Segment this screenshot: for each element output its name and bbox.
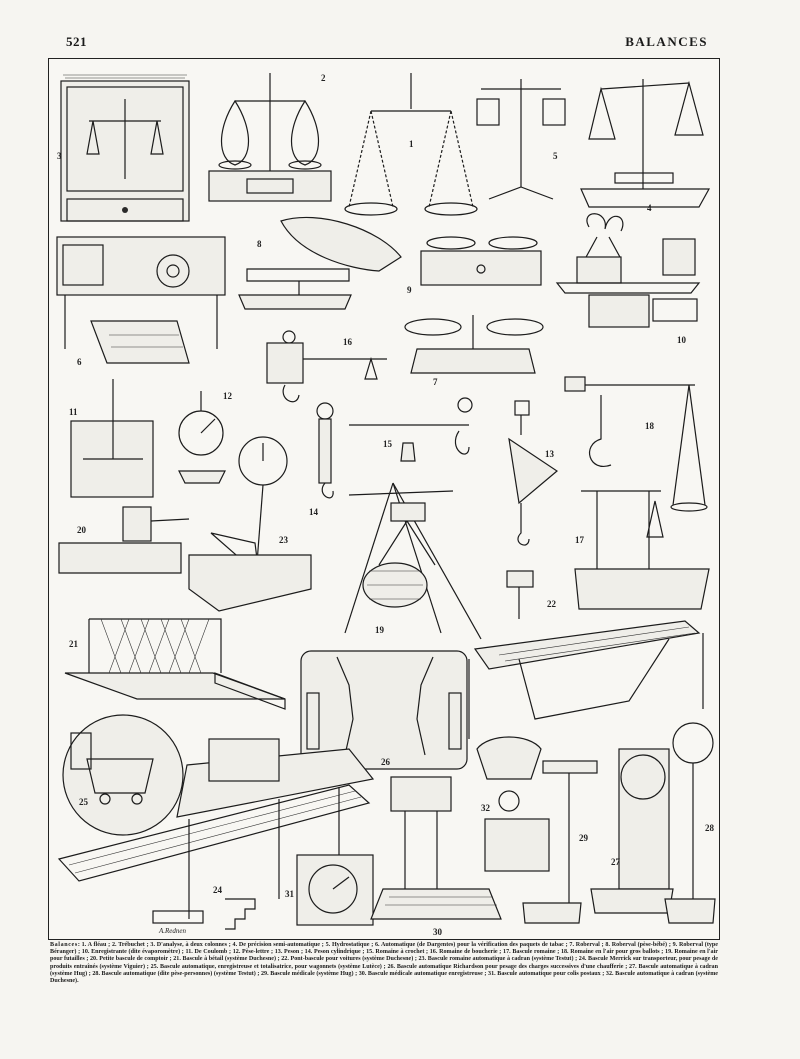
figure-label-5: 5: [553, 151, 558, 161]
figure-label-25: 25: [79, 797, 89, 807]
figure-24-merrick-conveyor-scale: [57, 738, 375, 930]
figure-7-roberval-balance: [404, 315, 544, 374]
figure-31-parcel-post-scale: [296, 854, 374, 926]
page-number: 521: [66, 34, 87, 49]
figure-label-13: 13: [545, 449, 555, 459]
figure-label-22: 22: [547, 599, 557, 609]
figure-label-8: 8: [257, 239, 262, 249]
figure-label-29: 29: [579, 833, 589, 843]
figure-12-letter-scale: [178, 391, 226, 484]
figure-label-27: 27: [611, 857, 621, 867]
figure-labels: 1 2 3 4 5 6 7 8 9 10 11 12 13 14 15 16 1…: [57, 73, 715, 937]
figure-label-20: 20: [77, 525, 87, 535]
figure-label-17: 17: [575, 535, 585, 545]
figure-22-vehicle-weighbridge: [468, 570, 704, 739]
figure-4-precision-balance: [580, 79, 711, 208]
figure-16-butcher-steelyard: [266, 330, 387, 403]
figure-17-platform-scale: [574, 490, 710, 610]
figure-label-7: 7: [433, 377, 438, 387]
figure-11-coulomb-balance: [70, 379, 154, 498]
figure-21-cattle-scale: [64, 618, 286, 710]
engraving-drawing: 1 2 3 4 5 6 7 8 9 10 11 12 13 14 15 16 1…: [56, 73, 716, 937]
figure-3-analysis-balance: [60, 74, 190, 222]
figure-6-automatic-tobacco-balance: [56, 236, 226, 364]
figure-label-12: 12: [223, 391, 233, 401]
figure-label-16: 16: [343, 337, 353, 347]
illustration-plate: 1 2 3 4 5 6 7 8 9 10 11 12 13 14 15 16 1…: [48, 58, 720, 940]
figure-label-2: 2: [321, 73, 326, 83]
figure-label-19: 19: [375, 625, 385, 635]
figure-label-6: 6: [77, 357, 82, 367]
page-title: BALANCES: [625, 34, 708, 49]
figure-label-3: 3: [57, 151, 62, 161]
figure-32-duchesne-dial-scale: [476, 736, 550, 872]
figure-8-baby-scale: [238, 216, 402, 310]
figure-28-personal-weighing-scale: [664, 722, 716, 924]
figure-label-1: 1: [409, 139, 414, 149]
engraver-signature: A.Rednen: [158, 927, 187, 935]
figure-15-hook-steelyard: [349, 397, 473, 462]
figure-29-medical-scale: [522, 760, 598, 924]
figure-label-21: 21: [69, 639, 79, 649]
figure-25-wagon-automatic-scale: [62, 714, 184, 836]
figure-2-trebuchet: [208, 73, 332, 202]
figure-label-4: 4: [647, 203, 652, 213]
figure-label-32: 32: [481, 803, 491, 813]
figure-30-medical-recording-scale: [370, 776, 502, 920]
figure-27-hug-dial-scale: [590, 748, 674, 914]
figure-13-peson: [508, 400, 558, 546]
figure-9-beranger-balance: [420, 236, 542, 286]
plate-caption: Balances: 1. A fléau ; 2. Trébuchet ; 3.…: [50, 942, 718, 985]
figure-label-10: 10: [677, 335, 687, 345]
figure-26-richardson-automatic-scale: [300, 650, 468, 770]
figure-label-15: 15: [383, 439, 393, 449]
figure-14-cylindrical-spring-balance: [316, 402, 334, 499]
figure-label-24: 24: [213, 885, 223, 895]
figure-1-beam-balance: [344, 73, 478, 216]
figure-label-23: 23: [279, 535, 289, 545]
figure-19-barrel-steelyard: [344, 482, 482, 640]
figure-label-31: 31: [285, 889, 295, 899]
figure-label-18: 18: [645, 421, 655, 431]
figure-label-14: 14: [309, 507, 319, 517]
figure-18-hook-steelyard: [564, 376, 708, 512]
figure-label-11: 11: [69, 407, 78, 417]
figure-label-28: 28: [705, 823, 715, 833]
figure-label-26: 26: [381, 757, 391, 767]
caption-text: : 1. A fléau ; 2. Trébuchet ; 3. D'analy…: [50, 942, 718, 985]
figure-5-hydrostatic-balance: [476, 79, 566, 200]
figure-10-evaporometer: [555, 213, 701, 328]
figure-23-testut-dial-scale: [188, 436, 312, 612]
figure-20-counter-scale: [58, 506, 190, 574]
caption-title: Balances: [50, 942, 78, 948]
figure-label-9: 9: [407, 285, 412, 295]
figure-label-30: 30: [433, 927, 443, 937]
